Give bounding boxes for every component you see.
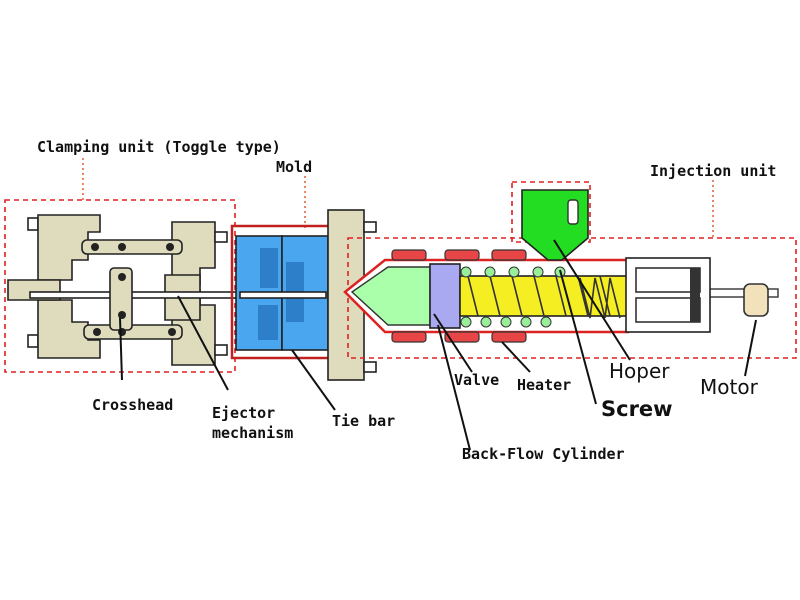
label-heater: Heater (517, 376, 571, 394)
label-motor: Motor (700, 375, 759, 399)
hopper-boundary (511, 181, 591, 243)
toggle-links (81, 239, 183, 340)
label-tie-bar: Tie bar (332, 412, 395, 430)
valve (429, 263, 461, 329)
label-injection-unit: Injection unit (650, 162, 776, 180)
mold (235, 235, 329, 351)
label-ejector-line2: mechanism (212, 424, 293, 442)
label-crosshead: Crosshead (92, 396, 173, 414)
injection-unit (343, 180, 797, 359)
label-back-flow-cylinder: Back-Flow Cylinder (462, 445, 625, 463)
injection-cylinder (625, 257, 711, 333)
heaters (391, 249, 527, 343)
label-ejector-line1: Ejector (212, 404, 275, 422)
text-labels: Clamping unit (Toggle type) Mold Injecti… (37, 138, 776, 463)
label-mold: Mold (276, 158, 312, 176)
label-clamping-unit: Clamping unit (Toggle type) (37, 138, 281, 156)
clamping-unit-boundary (4, 199, 236, 373)
label-hoper: Hoper (609, 359, 670, 383)
injection-unit-boundary (347, 237, 797, 359)
hopper (521, 189, 589, 261)
leader-lines (119, 239, 757, 451)
label-screw: Screw (601, 397, 673, 421)
clamp-tie-rod (29, 291, 241, 299)
label-valve: Valve (454, 371, 499, 389)
spring (579, 277, 621, 319)
clamping-unit (4, 158, 241, 373)
mold-section (230, 176, 377, 381)
plastic-pellets (460, 266, 566, 328)
motor (743, 283, 769, 317)
